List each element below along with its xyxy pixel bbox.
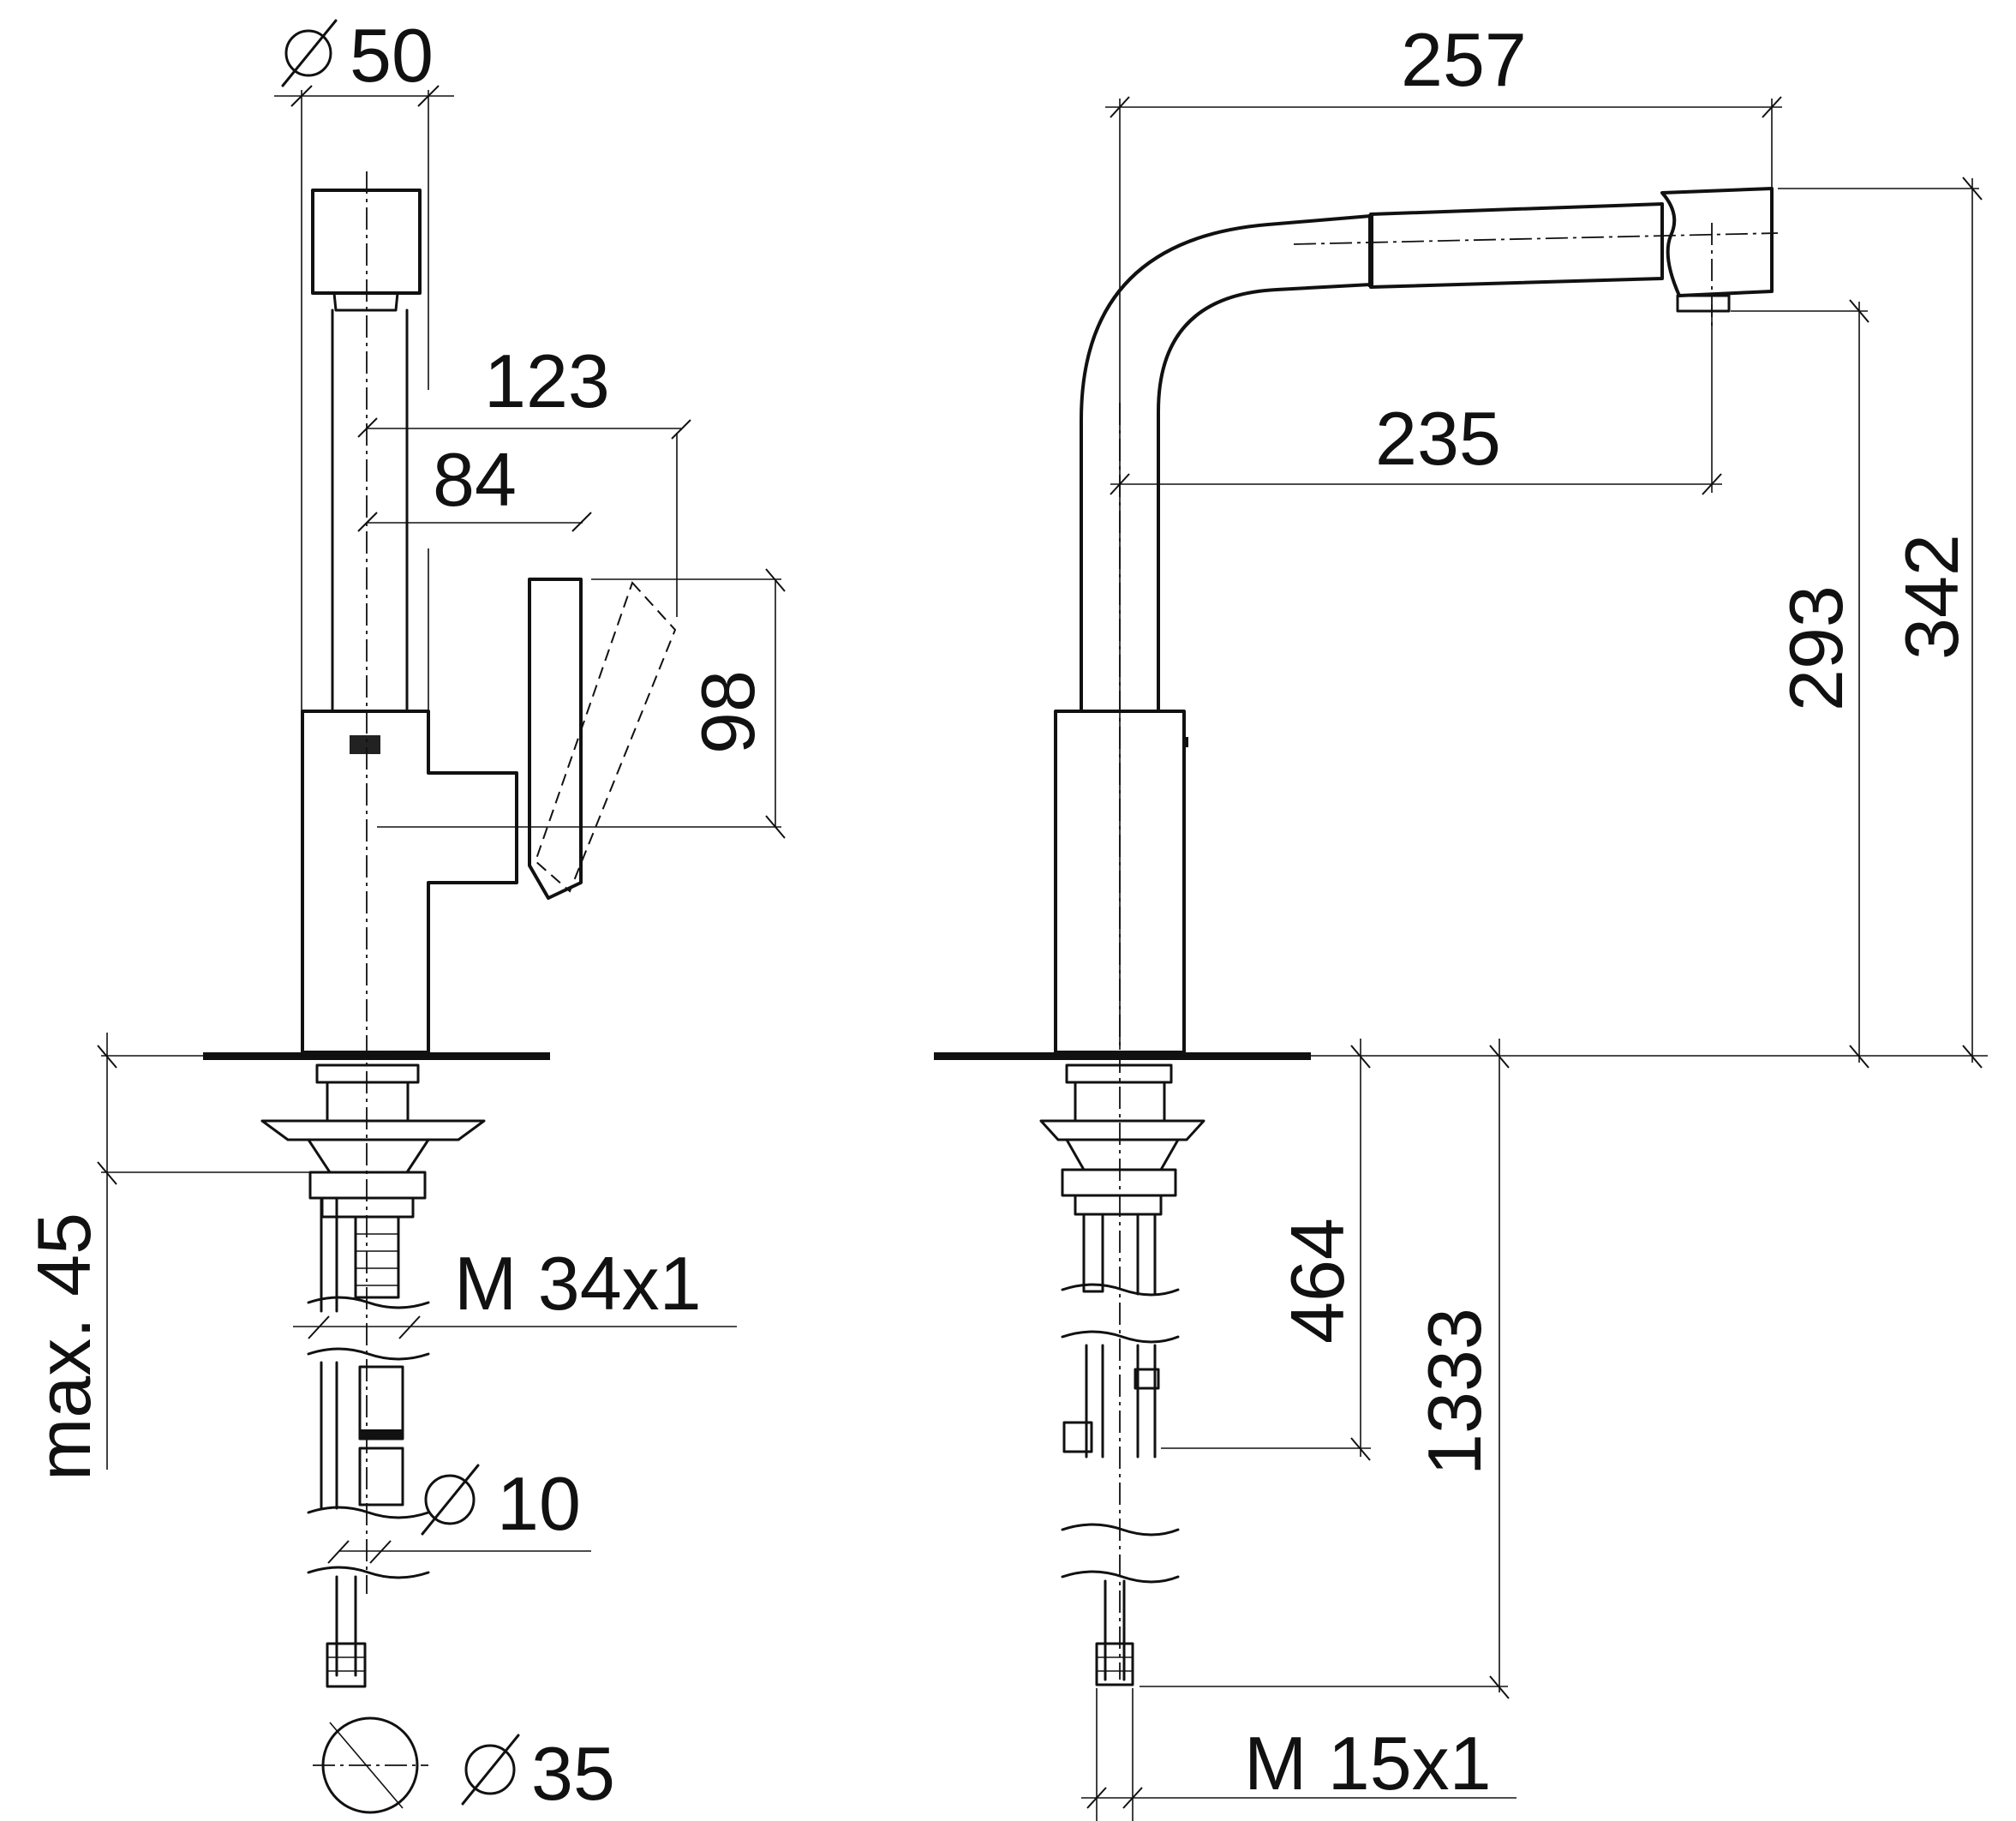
mixer-body <box>301 710 518 1054</box>
dim-tail-length: 464 <box>1275 1218 1360 1344</box>
dim-lever-reach: 123 <box>484 338 610 423</box>
lever-raised-position <box>534 581 677 893</box>
diameter-symbol-35 <box>461 1734 520 1806</box>
dim-lever-height: 98 <box>685 670 770 754</box>
dim-max-counter-thickness: max. 45 <box>21 1213 106 1481</box>
sprayhead-nozzle <box>1660 187 1774 297</box>
dim-total-height: 342 <box>1889 534 1974 660</box>
fixing-plate-right <box>1039 1119 1205 1141</box>
spout-arc-outer <box>1080 214 1372 711</box>
dim-reach: 257 <box>1401 17 1527 102</box>
spout-head <box>311 189 422 295</box>
right-view: 257 235 293 342 464 1333 M 15x1 <box>934 17 1988 1821</box>
dim-connection-thread: M 15x1 <box>1244 1721 1492 1806</box>
base-plate-right <box>934 1052 1311 1060</box>
left-view: 50 123 84 98 max. 45 M 34x1 10 35 <box>21 13 786 1816</box>
dim-spout-reach: 235 <box>1375 396 1501 481</box>
dim-hose-length: 1333 <box>1412 1308 1497 1476</box>
dim-head-diameter: 50 <box>350 13 434 98</box>
dim-thread: M 34x1 <box>454 1241 702 1326</box>
dim-outlet-height: 293 <box>1774 585 1858 711</box>
brand-logo <box>350 735 380 754</box>
fixing-plate-left <box>260 1119 486 1141</box>
pull-out-sprayhead <box>1369 202 1664 289</box>
diameter-symbol-10 <box>421 1464 480 1536</box>
dim-hole-diameter: 35 <box>531 1731 615 1816</box>
spout-arc-inner <box>1157 283 1372 711</box>
lever <box>528 578 583 900</box>
threaded-tail-left <box>354 1215 400 1299</box>
aerator <box>332 291 399 312</box>
diameter-symbol-50 <box>281 19 338 87</box>
dim-hose-diameter: 10 <box>497 1461 581 1546</box>
dim-lever-offset: 84 <box>433 437 517 522</box>
